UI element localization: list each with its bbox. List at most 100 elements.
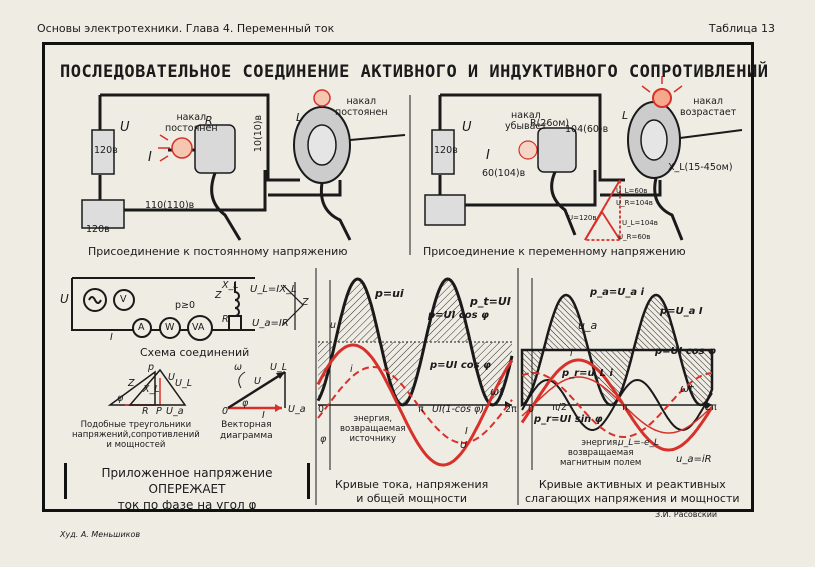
dc-l: L xyxy=(296,111,303,124)
scheme-r: R xyxy=(222,314,229,325)
ac-tri-3: U_L=104в xyxy=(622,219,658,227)
dc-v-l: 110(110)в xyxy=(145,200,195,211)
scheme-i: I xyxy=(110,332,113,343)
phase-note-line1: Приложенное напряжение ОПЕРЕЖАЕТ xyxy=(101,466,273,496)
vec-omega: ω xyxy=(234,362,242,373)
mid-pcos1: p=UI cos φ xyxy=(428,310,489,321)
mid-p-ui: p=ui xyxy=(375,287,404,300)
scheme-caption: Схема соединений xyxy=(140,346,250,359)
vec-u: U xyxy=(254,376,261,387)
scheme-ua: U_a=IR xyxy=(252,318,289,329)
scheme-brackets xyxy=(282,282,304,330)
right-plot xyxy=(520,278,714,470)
mid-phi: φ xyxy=(320,434,327,445)
mid-pcos2: p=UI cos φ xyxy=(430,360,491,371)
ac-l: L xyxy=(622,109,629,122)
ac-lamp-r-label: накал убывает xyxy=(505,110,547,132)
mid-u: u xyxy=(330,320,337,331)
scheme-va: VA xyxy=(192,322,205,333)
dc-v-bot: 120в xyxy=(86,224,110,235)
credit-artist: Худ. А. Меньшиков xyxy=(60,530,141,539)
mid-pt: p_t=UI xyxy=(470,295,511,308)
ac-v-r: 104(60)в xyxy=(565,124,609,135)
phase-note-box: Приложенное напряжение ОПЕРЕЖАЕТ ток по … xyxy=(64,463,310,512)
tri-xl: X_L xyxy=(143,384,160,395)
vector-diagram xyxy=(227,370,286,412)
tri-pp: P xyxy=(156,406,162,417)
vec-ua: U_a xyxy=(288,404,306,415)
scheme-z2: Z xyxy=(302,297,309,308)
ac-voltage-triangle xyxy=(583,176,621,241)
dividers xyxy=(315,95,519,505)
r-0: 0 xyxy=(528,404,535,415)
similar-triangles xyxy=(107,368,187,406)
mid-I-mark: I xyxy=(465,426,468,437)
ac-u: U xyxy=(462,120,472,135)
mid-plot xyxy=(316,277,514,470)
dc-v-src: 120в xyxy=(94,145,118,156)
ac-r-val: R(26ом) xyxy=(530,118,570,129)
scheme-v: V xyxy=(120,294,127,305)
vec-phi: φ xyxy=(242,398,249,409)
tri-r: R xyxy=(142,406,149,417)
dc-u: U xyxy=(120,120,130,135)
r-ua: u_a xyxy=(578,319,598,332)
tri-phi: φ xyxy=(117,393,124,404)
tri-ua: U_a xyxy=(166,406,184,417)
inductor-dc xyxy=(293,89,406,241)
connection-scheme xyxy=(71,277,255,341)
mid-energy: энергия, возвращаемая источнику xyxy=(340,414,406,444)
ac-tri-1: U_R=104в xyxy=(616,199,653,207)
ac-i: I xyxy=(486,148,490,163)
vec-ul: U_L xyxy=(270,362,287,373)
dc-lamp-l-label: накал постоянен xyxy=(335,96,388,118)
mid-wt: ωt xyxy=(490,385,504,398)
r-ul: u_L=-e_L xyxy=(618,438,660,448)
table-frame xyxy=(42,42,754,512)
r-pcos: p=UI cos φ xyxy=(655,346,716,357)
vec-0: 0 xyxy=(222,406,229,417)
resistor-lamp-ac xyxy=(518,127,577,236)
credit-author: З.И. Расовский xyxy=(655,510,718,519)
r-pi2: π/2 xyxy=(552,402,567,413)
r-energy: энергия, возвращаемая магнитным полем xyxy=(560,438,642,468)
mid-0: 0 xyxy=(318,404,325,415)
scheme-ul: U_L=IX_L xyxy=(250,284,297,295)
tri-z: Z xyxy=(128,378,135,389)
mid-i: i xyxy=(350,364,353,375)
dc-i: I xyxy=(148,150,152,165)
ac-tri-0: U_L=60в xyxy=(616,187,648,195)
r-pa: p_a=U_a i xyxy=(590,287,645,298)
ac-source xyxy=(424,129,466,226)
mid-2pi: 2π xyxy=(505,404,517,415)
header-right: Таблица 13 xyxy=(708,22,775,35)
resistor-lamp-dc xyxy=(158,124,242,241)
dc-caption: Присоединение к постоянному напряжению xyxy=(88,245,348,258)
tri-ul: U_L xyxy=(175,378,192,389)
ac-tri-2: U=120в xyxy=(568,214,597,222)
vec-i: I xyxy=(262,410,265,421)
right-caption: Кривые активных и реактивных слагающих н… xyxy=(525,478,740,505)
ac-v-l: 60(104)в xyxy=(482,168,526,179)
scheme-a: A xyxy=(138,322,145,333)
scheme-p: p≥0 xyxy=(175,300,196,311)
triangles-caption: Подобные треугольники напряжений,сопроти… xyxy=(72,420,200,450)
scheme-u: U xyxy=(60,292,69,306)
page-title: ПОСЛЕДОВАТЕЛЬНОЕ СОЕДИНЕНИЕ АКТИВНОГО И … xyxy=(60,62,769,82)
ac-tri-4: U_R=60в xyxy=(618,233,651,241)
mid-U-mark: U xyxy=(460,440,467,451)
scheme-z: Z xyxy=(215,290,222,301)
ac-circuit xyxy=(438,93,662,207)
ac-v-src: 120в xyxy=(434,145,458,156)
ac-x-val: X_L(15-45ом) xyxy=(668,162,733,173)
mid-caption: Кривые тока, напряжения и общей мощности xyxy=(335,478,489,505)
mid-pi: π xyxy=(418,404,424,415)
vector-caption: Векторная диаграмма xyxy=(220,420,273,441)
ac-lamp-l-label: накал возрастает xyxy=(680,96,737,118)
tri-p: p xyxy=(148,362,155,373)
r-prsin: p_r=UI sin φ xyxy=(534,414,603,425)
inductor-ac xyxy=(627,76,743,241)
scheme-w: W xyxy=(165,322,175,333)
r-pUaI: p=U_a I xyxy=(660,306,703,317)
